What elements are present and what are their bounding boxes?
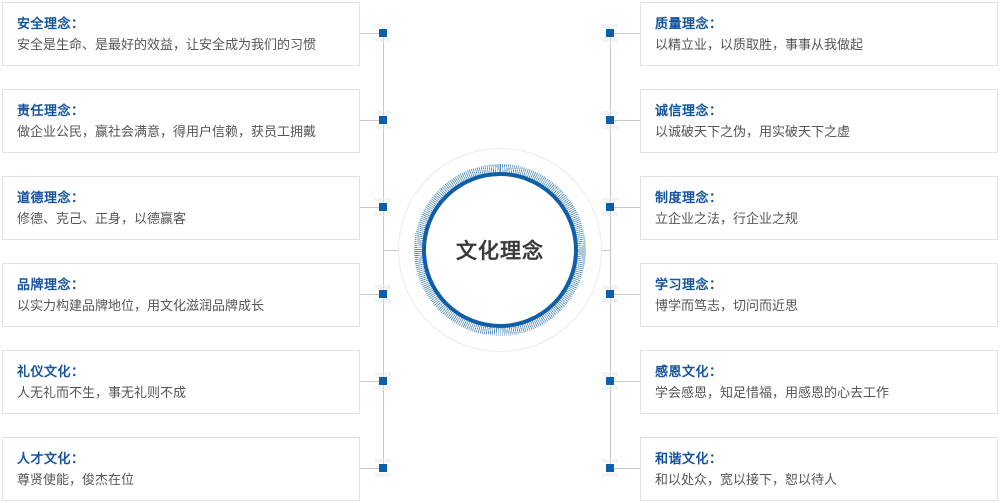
- card-text: 立企业之法，行企业之规: [655, 212, 799, 227]
- right-branch-line-1: [611, 33, 641, 34]
- concept-card-integrity[interactable]: 诚信理念： 以诚破天下之伪，用实破天下之虚: [640, 89, 998, 153]
- hub-connector-left: [383, 250, 405, 251]
- hub-ring: [422, 172, 578, 328]
- card-title: 感恩文化：: [655, 365, 723, 380]
- left-branch-line-1: [360, 33, 384, 34]
- card-title: 道德理念：: [17, 191, 85, 206]
- concept-card-harmony[interactable]: 和谐文化： 和以处众，宽以接下，恕以待人: [640, 437, 998, 501]
- concept-card-system[interactable]: 制度理念： 立企业之法，行企业之规: [640, 176, 998, 240]
- card-text: 安全是生命、是最好的效益，让安全成为我们的习惯: [17, 38, 317, 53]
- concept-card-talent[interactable]: 人才文化： 尊贤使能，俊杰在位: [2, 437, 360, 501]
- card-text: 做企业公民，赢社会满意，得用户信赖，获员工拥戴: [17, 125, 317, 140]
- right-node-2: [602, 111, 618, 129]
- card-title: 礼仪文化：: [17, 365, 85, 380]
- right-branch-line-5: [611, 381, 641, 382]
- card-text: 以诚破天下之伪，用实破天下之虚: [655, 125, 851, 140]
- card-title: 和谐文化：: [655, 452, 723, 467]
- concept-card-etiquette[interactable]: 礼仪文化： 人无礼而不生，事无礼则不成: [2, 350, 360, 414]
- concept-card-brand[interactable]: 品牌理念： 以实力构建品牌地位，用文化滋润品牌成长: [2, 263, 360, 327]
- card-title: 责任理念：: [17, 104, 85, 119]
- right-node-6: [602, 459, 618, 477]
- left-node-5: [375, 372, 391, 390]
- card-text: 和以处众，宽以接下，恕以待人: [655, 473, 838, 488]
- left-branch-line-3: [360, 207, 384, 208]
- left-branch-line-2: [360, 120, 384, 121]
- left-branch-line-5: [360, 381, 384, 382]
- card-text: 尊贤使能，俊杰在位: [17, 473, 135, 488]
- right-node-5: [602, 372, 618, 390]
- left-branch-line-4: [360, 294, 384, 295]
- left-node-3: [375, 198, 391, 216]
- card-title: 安全理念：: [17, 17, 85, 32]
- left-trunk-line: [383, 33, 384, 471]
- card-title: 制度理念：: [655, 191, 723, 206]
- right-branch-line-4: [611, 294, 641, 295]
- left-node-4: [375, 285, 391, 303]
- card-title: 诚信理念：: [655, 104, 723, 119]
- card-text: 以实力构建品牌地位，用文化滋润品牌成长: [17, 299, 265, 314]
- left-node-2: [375, 111, 391, 129]
- left-node-6: [375, 459, 391, 477]
- concept-card-quality[interactable]: 质量理念： 以精立业，以质取胜，事事从我做起: [640, 2, 998, 66]
- card-title: 品牌理念：: [17, 278, 85, 293]
- concept-card-learning[interactable]: 学习理念： 博学而笃志，切问而近思: [640, 263, 998, 327]
- concept-card-safety[interactable]: 安全理念： 安全是生命、是最好的效益，让安全成为我们的习惯: [2, 2, 360, 66]
- concept-card-morality[interactable]: 道德理念： 修德、克己、正身，以德赢客: [2, 176, 360, 240]
- card-text: 人无礼而不生，事无礼则不成: [17, 386, 187, 401]
- concept-card-responsibility[interactable]: 责任理念： 做企业公民，赢社会满意，得用户信赖，获员工拥戴: [2, 89, 360, 153]
- right-node-1: [602, 24, 618, 42]
- card-text: 博学而笃志，切问而近思: [655, 299, 799, 314]
- right-trunk-line: [610, 33, 611, 471]
- right-branch-line-2: [611, 120, 641, 121]
- right-branch-line-3: [611, 207, 641, 208]
- card-title: 学习理念：: [655, 278, 723, 293]
- card-title: 人才文化：: [17, 452, 85, 467]
- center-hub[interactable]: 文化理念: [398, 148, 602, 352]
- hub-connector-right: [595, 250, 611, 251]
- right-branch-line-6: [611, 468, 641, 469]
- right-node-4: [602, 285, 618, 303]
- hub-label: 文化理念: [456, 239, 544, 263]
- card-text: 学会感恩，知足惜福，用感恩的心去工作: [655, 386, 890, 401]
- concept-card-gratitude[interactable]: 感恩文化： 学会感恩，知足惜福，用感恩的心去工作: [640, 350, 998, 414]
- right-node-3: [602, 198, 618, 216]
- card-text: 以精立业，以质取胜，事事从我做起: [655, 38, 864, 53]
- card-title: 质量理念：: [655, 17, 723, 32]
- left-branch-line-6: [360, 468, 384, 469]
- left-node-1: [375, 24, 391, 42]
- card-text: 修德、克己、正身，以德赢客: [17, 212, 187, 227]
